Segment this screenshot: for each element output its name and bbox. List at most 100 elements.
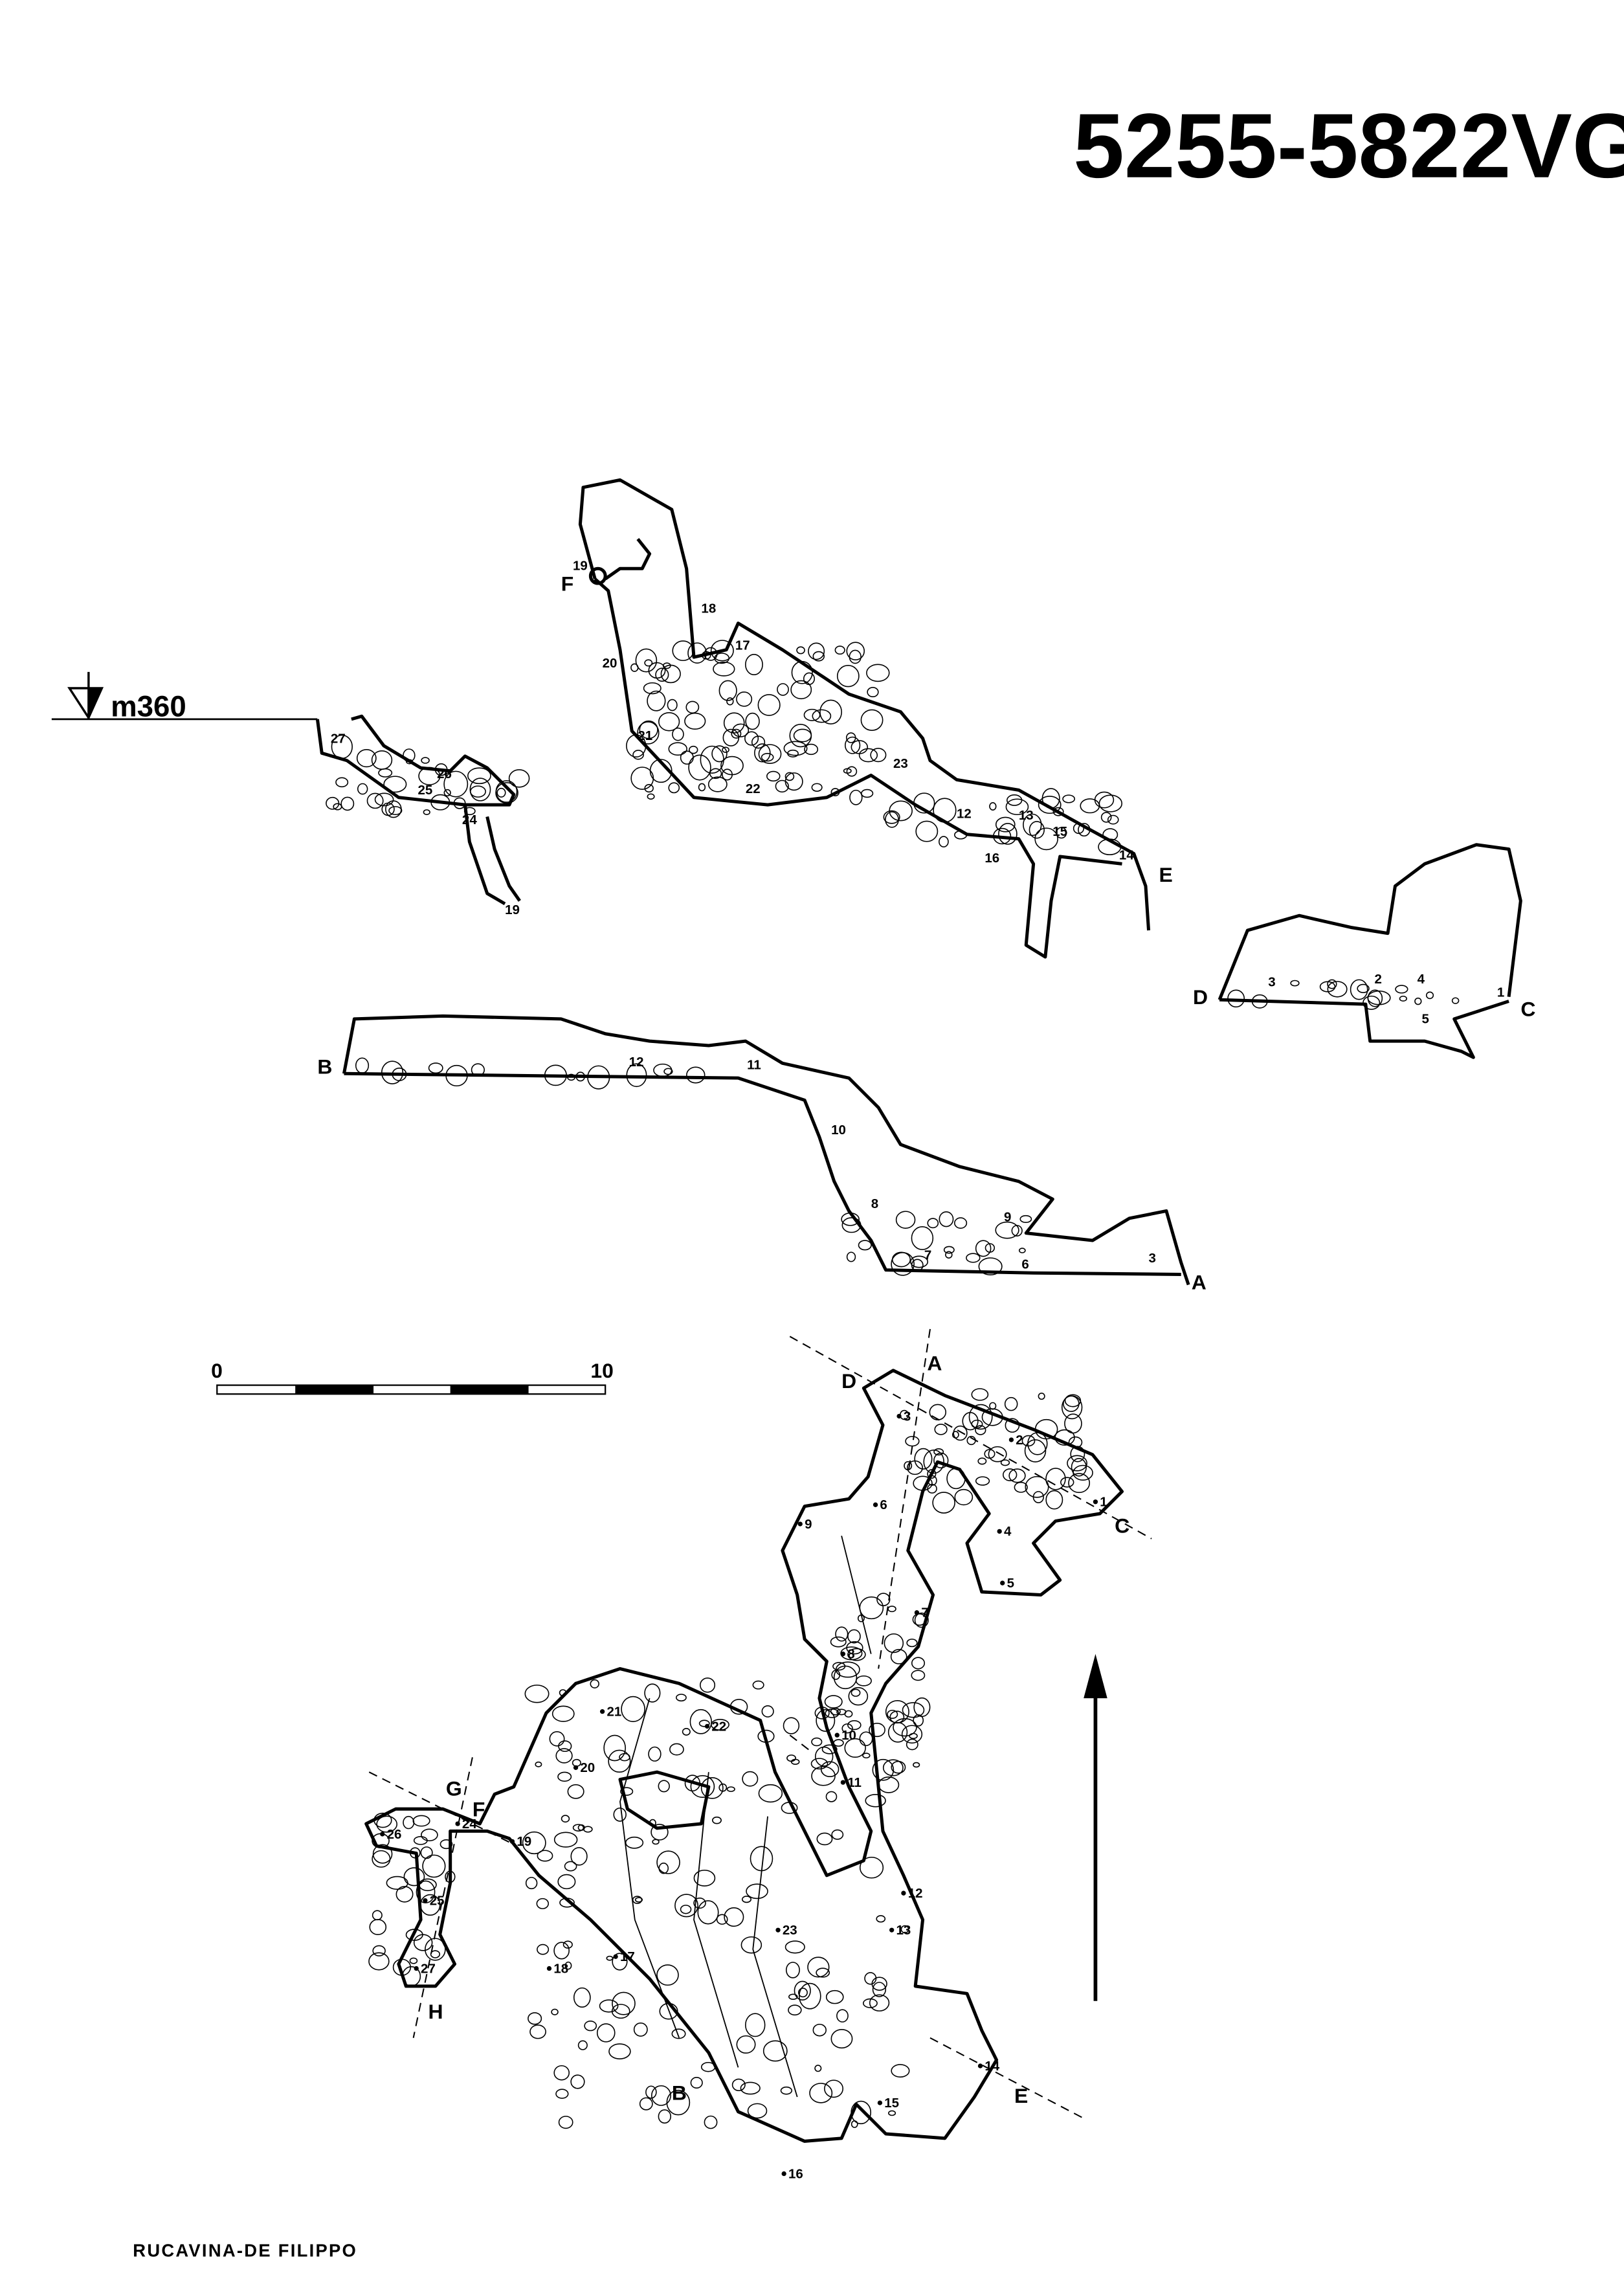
boulder <box>644 659 653 667</box>
boulder <box>674 1894 698 1918</box>
boulder <box>816 1967 830 1978</box>
boulder <box>797 1988 808 1998</box>
boulder <box>741 1896 751 1903</box>
boulder <box>689 1709 712 1734</box>
boulder <box>639 720 658 739</box>
boulder <box>993 827 1012 845</box>
boulder <box>720 756 744 776</box>
boulder <box>998 823 1018 845</box>
boulder <box>726 1786 735 1792</box>
boulder <box>953 1425 968 1441</box>
station-label: 23 <box>893 756 908 771</box>
boulder <box>619 1753 630 1762</box>
boulder <box>951 1431 959 1439</box>
boulder <box>687 642 707 664</box>
boulder <box>1367 991 1391 1005</box>
boulder <box>559 1689 567 1697</box>
boulder <box>871 1977 887 1991</box>
boulder <box>954 1217 968 1229</box>
boulder <box>977 1457 987 1465</box>
boulder <box>551 1705 575 1722</box>
boulder <box>975 1476 990 1486</box>
station-point <box>546 1966 552 1971</box>
boulder <box>471 1063 485 1077</box>
boulder <box>758 744 782 764</box>
boulder <box>784 772 795 781</box>
boulder <box>787 749 799 757</box>
station-label: 18 <box>553 1961 568 1976</box>
boulder <box>876 1593 891 1606</box>
boulder <box>655 667 669 682</box>
boulder <box>830 1707 841 1716</box>
boulder <box>803 708 821 721</box>
boulder <box>1098 838 1122 855</box>
boulder <box>1068 1436 1083 1449</box>
station-point <box>840 1780 846 1785</box>
boulder <box>757 1729 775 1743</box>
boulder <box>816 1832 833 1846</box>
station-label: 13 <box>896 1923 911 1938</box>
boulder <box>711 745 728 763</box>
station-point <box>873 1502 878 1507</box>
boulder <box>911 1657 926 1670</box>
boulder <box>1019 1215 1032 1224</box>
boulder <box>857 1614 865 1622</box>
boulder <box>821 1744 838 1754</box>
station-label: 21 <box>606 1704 621 1719</box>
station-label: 8 <box>847 1647 854 1662</box>
boulder <box>1227 989 1245 1008</box>
boulder <box>688 754 711 781</box>
boulder <box>508 769 530 788</box>
section-F-E: F E 19 18 17 20 21 22 23 12 13 15 16 14 <box>561 478 1173 959</box>
station-label: 17 <box>735 638 750 653</box>
boulder <box>863 1998 878 2008</box>
station-label: 18 <box>701 601 716 616</box>
boulder <box>403 1867 425 1887</box>
boulder <box>824 2079 844 2098</box>
boulder <box>632 1896 643 1904</box>
boulder <box>1023 813 1042 836</box>
boulder <box>372 1945 386 1956</box>
boulder <box>780 2086 793 2095</box>
boulder <box>1038 796 1062 814</box>
boulder <box>746 1883 768 1899</box>
boulder <box>887 1709 898 1719</box>
boulder <box>651 2085 671 2106</box>
station-label: 3 <box>904 1409 911 1424</box>
boulder <box>860 709 884 731</box>
boulder <box>409 1847 421 1859</box>
boulder <box>766 770 781 782</box>
boulder <box>1034 827 1058 851</box>
boulder <box>707 776 728 792</box>
boulder <box>647 690 666 712</box>
boulder <box>906 1639 918 1648</box>
boulder <box>825 1989 844 2004</box>
station-label: 5 <box>1007 1576 1014 1591</box>
boulder <box>855 1675 872 1686</box>
boulder <box>887 1721 908 1743</box>
boulder <box>849 789 863 805</box>
boulder <box>745 712 760 730</box>
boulder <box>668 782 680 794</box>
boulder <box>555 2089 569 2099</box>
boulder <box>1056 827 1067 839</box>
station-point <box>599 1709 605 1714</box>
section-letter: B <box>672 2081 687 2105</box>
boulder <box>927 1469 937 1479</box>
boulder <box>893 1718 917 1737</box>
boulder <box>1070 1446 1085 1462</box>
boulder <box>888 2110 896 2116</box>
station-label: 14 <box>984 2059 999 2074</box>
station-label: 22 <box>746 781 761 796</box>
boulder <box>745 2013 766 2037</box>
boulder <box>693 1897 706 1909</box>
boulder <box>711 1719 729 1731</box>
boulder <box>406 759 413 765</box>
boulder <box>988 1446 1007 1462</box>
boulder <box>945 1251 953 1259</box>
boulder <box>790 1758 800 1765</box>
boulder <box>667 699 678 712</box>
boulder <box>635 648 658 673</box>
boulder-fill <box>1227 979 1460 1010</box>
